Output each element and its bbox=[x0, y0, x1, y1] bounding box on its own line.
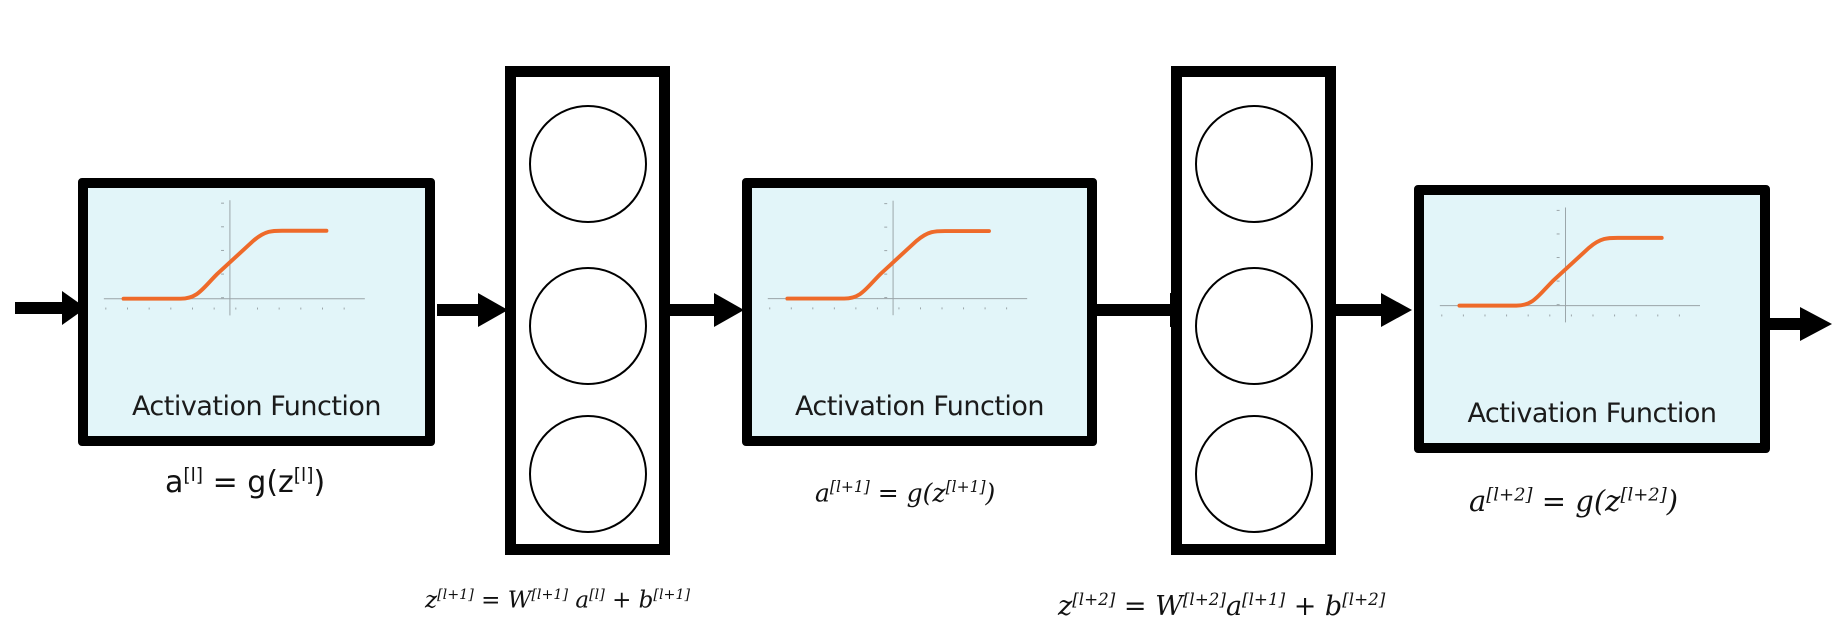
activation-label-3: Activation Function bbox=[1467, 398, 1717, 429]
activation-box-2: Activation Function bbox=[742, 178, 1097, 446]
activation-box-3: Activation Function bbox=[1414, 185, 1770, 453]
neuron-1-3 bbox=[528, 415, 647, 533]
input-arrow bbox=[15, 291, 86, 325]
arrow-act1-to-layer1 bbox=[437, 293, 508, 327]
neuron-2-2 bbox=[1194, 267, 1313, 385]
sigmoid-plot-1 bbox=[103, 200, 365, 316]
neuron-layer-2 bbox=[1171, 66, 1336, 555]
neuron-2-3 bbox=[1194, 415, 1313, 533]
sigmoid-plot-3 bbox=[1439, 207, 1700, 323]
neuron-2-1 bbox=[1194, 105, 1313, 223]
equation-z-l1: z[l+1] = W[l+1] a[l] + b[l+1] bbox=[425, 587, 691, 614]
activation-box-1: Activation Function bbox=[78, 178, 435, 446]
arrow-layer2-to-act3 bbox=[1333, 293, 1412, 327]
equation-a-l: a[l] = g(z[l]) bbox=[165, 465, 326, 500]
neuron-layer-1 bbox=[505, 66, 670, 555]
neuron-1-2 bbox=[528, 267, 647, 385]
equation-a-l1: a[l+1] = g(z[l+1]) bbox=[815, 478, 996, 508]
sigmoid-plot-2 bbox=[767, 200, 1028, 316]
activation-curve bbox=[121, 228, 329, 301]
output-arrow bbox=[1763, 307, 1832, 341]
activation-curve bbox=[1457, 235, 1664, 308]
activation-label-2: Activation Function bbox=[794, 391, 1045, 422]
neuron-1-1 bbox=[528, 105, 647, 223]
equation-a-l2: a[l+2] = g(z[l+2]) bbox=[1469, 484, 1679, 518]
arrow-act2-to-layer2 bbox=[1096, 293, 1176, 327]
equation-z-l2: z[l+2] = W[l+2]a[l+1] + b[l+2] bbox=[1058, 589, 1386, 622]
activation-label-1: Activation Function bbox=[131, 391, 382, 422]
activation-curve bbox=[785, 229, 991, 301]
arrow-layer1-to-act2 bbox=[668, 293, 744, 327]
